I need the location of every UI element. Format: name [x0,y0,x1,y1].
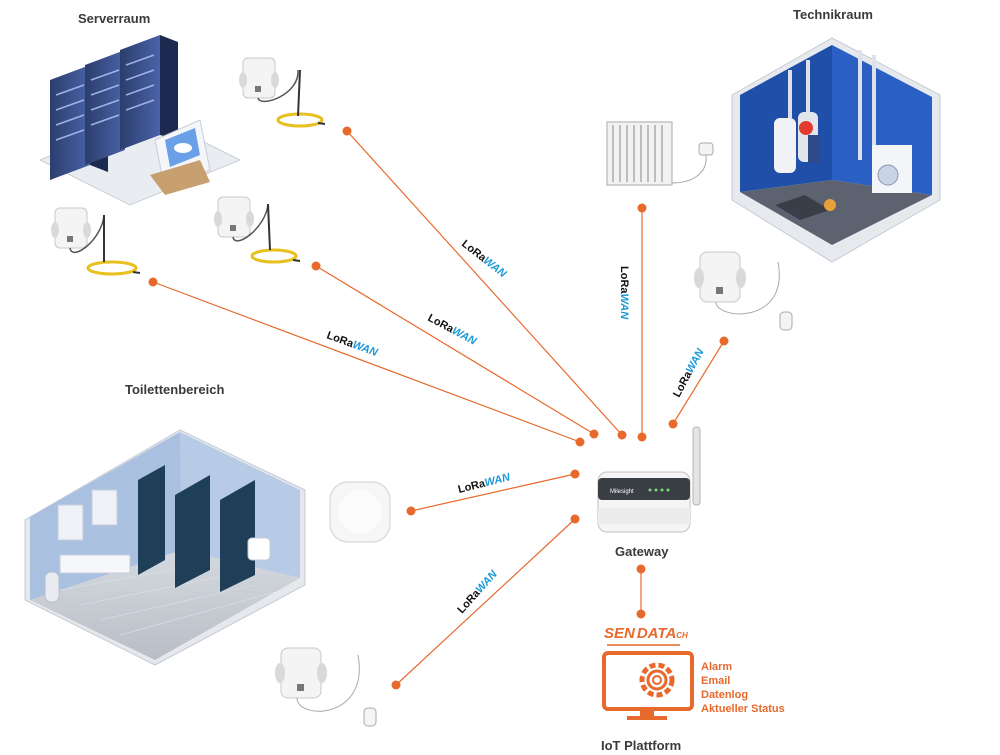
link-server-mid-sensor [315,265,595,435]
lorawan-label: LoRaWAN [457,471,513,496]
dot [570,514,580,524]
dot [575,437,585,447]
lorawan-label: LoRaWAN [671,346,707,400]
dot [342,126,352,136]
radiator [606,121,714,186]
toilet-room-illustration [24,429,306,666]
link-server-top-sensor [346,130,623,436]
temperature-sensor-1 [239,57,326,128]
wall-sensor-toilet [275,647,377,727]
link-tech-sensor [672,340,725,425]
link-toilet-sensor [395,518,576,686]
lorawan-label: LoRaWAN [426,312,480,348]
gear-icon [639,662,675,698]
ceiling-sensor [329,481,391,543]
dot [311,261,321,271]
link-ceiling-sensor [410,473,576,512]
feature-alarm: Alarm [701,661,733,673]
wall-sensor-tech [694,251,793,331]
room-label-toilet: Toilettenbereich [125,382,225,397]
logo-left: SEN [604,625,635,642]
dot [391,680,401,690]
logo-suffix: CH [676,631,688,640]
dot [406,506,416,516]
feature-email: Email [701,675,731,687]
dot [636,564,646,574]
gateway-label: Gateway [615,544,669,559]
dot [719,336,729,346]
link-server-left-sensor [152,281,581,443]
dot [617,430,627,440]
dot [570,469,580,479]
tech-room-illustration [731,37,941,263]
room-label-tech: Technikraum [793,7,873,22]
connection-dots [148,126,729,690]
dot [668,419,678,429]
lorawan-labels: LoRaWAN LoRaWAN LoRaWAN LoRaWAN LoRaWAN … [325,238,707,616]
dot [637,432,647,442]
temperature-sensor-3 [214,196,301,264]
temperature-sensor-2 [51,207,141,276]
platform-label: IoT Plattform [601,738,682,753]
dot [589,429,599,439]
dot [148,277,158,287]
svg-text:Milesight: Milesight [610,489,634,495]
feature-status: Aktueller Status [701,703,785,715]
connection-lines [152,130,725,686]
feature-datalog: Datenlog [701,689,749,701]
logo-right: DATA [636,625,677,642]
lorawan-label: LoRaWAN [459,238,509,281]
server-room-illustration [38,35,242,206]
lorawan-label: LoRaWAN [618,266,630,320]
gateway-device: Milesight [597,426,701,533]
dot [637,203,647,213]
room-label-server: Serverraum [78,11,151,26]
dot [636,609,646,619]
iot-platform-monitor [602,644,694,720]
lorawan-label: LoRaWAN [325,330,380,360]
